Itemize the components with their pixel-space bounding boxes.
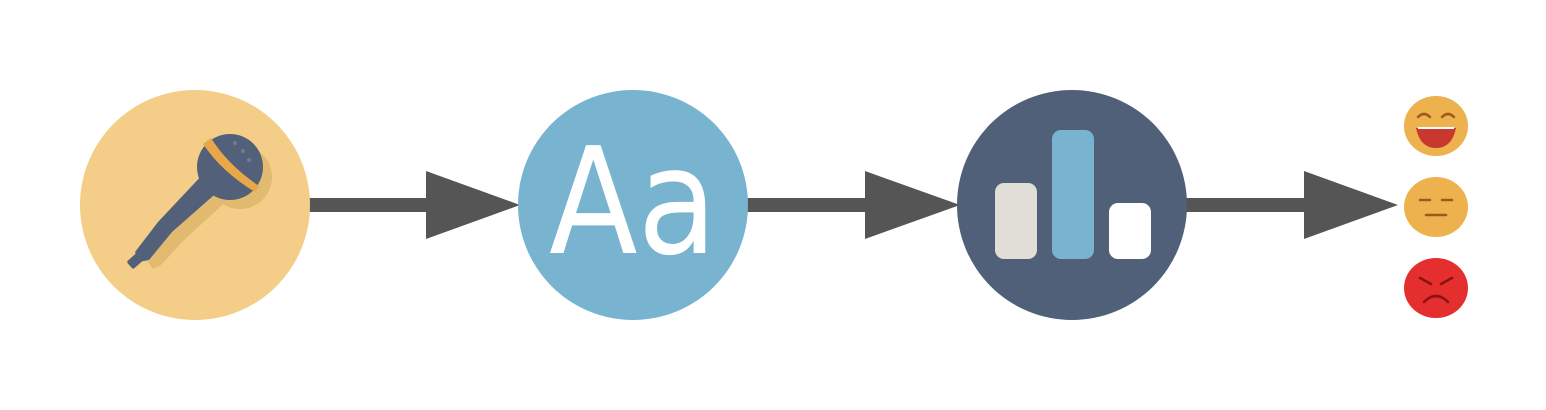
arrow-analysis-to-sentiment — [1185, 171, 1398, 239]
bar-chart-icon — [995, 130, 1151, 259]
text-aa-icon: Aa — [549, 116, 717, 288]
arrow-speech-to-text — [305, 171, 520, 239]
angry-face-icon — [1404, 258, 1468, 318]
microphone-icon — [127, 134, 272, 269]
text-step-circle — [518, 90, 748, 320]
arrow-text-to-analysis — [745, 171, 960, 239]
bar-left — [995, 183, 1037, 259]
analysis-step — [957, 90, 1187, 320]
neutral-face-icon — [1404, 177, 1468, 237]
laughing-face-icon — [1404, 96, 1468, 156]
bar-right — [1109, 203, 1151, 259]
arrow-line — [305, 198, 435, 212]
microphone-handle — [135, 172, 222, 262]
arrow-head — [426, 171, 520, 239]
microphone-band — [203, 138, 259, 192]
arrow-line — [1185, 198, 1315, 212]
arrow-head — [865, 171, 960, 239]
arrow-head — [1304, 171, 1398, 239]
sentiment-step — [1404, 96, 1468, 318]
arrow-line — [745, 198, 875, 212]
text-step: Aa — [518, 90, 748, 320]
bar-middle — [1052, 130, 1094, 259]
speech-step — [80, 90, 310, 320]
